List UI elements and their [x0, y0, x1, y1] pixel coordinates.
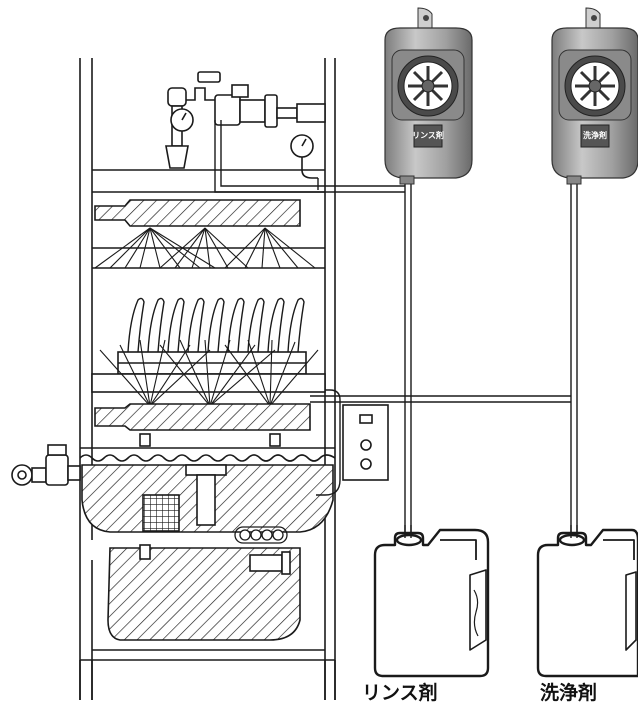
- detergent-pump-tag: 洗浄剤: [583, 130, 607, 140]
- detergent-label: 洗浄剤: [540, 682, 598, 704]
- water-inlet-valve: [11, 444, 81, 486]
- upper-spray-jets: [94, 227, 316, 269]
- tank-heater-element: [234, 526, 288, 544]
- dosing-tubes: [214, 120, 578, 540]
- lower-spray-jets: [99, 339, 319, 407]
- wash-tank: [81, 464, 334, 533]
- lower-spray-arm: [94, 403, 311, 447]
- control-box: [342, 404, 389, 481]
- rinse-plumbing: [165, 71, 326, 179]
- lower-cabinet: [79, 540, 336, 700]
- wash-tank-water-line: [79, 447, 336, 462]
- rinse-pump-tag: リンス剤: [412, 130, 444, 140]
- rinse-dosing-pump: リンス剤: [384, 7, 473, 185]
- dish-plates: [127, 297, 305, 353]
- rinse-agent-canister: [373, 528, 490, 678]
- dishwasher: [11, 58, 389, 700]
- rinse-agent-label: リンス剤: [362, 682, 438, 704]
- legs: [79, 660, 336, 700]
- upper-spray-arm: [94, 199, 301, 227]
- detergent-dosing-pump: 洗浄剤: [551, 7, 638, 185]
- detergent-canister: [536, 528, 638, 678]
- canister-tube-ends: [404, 525, 578, 538]
